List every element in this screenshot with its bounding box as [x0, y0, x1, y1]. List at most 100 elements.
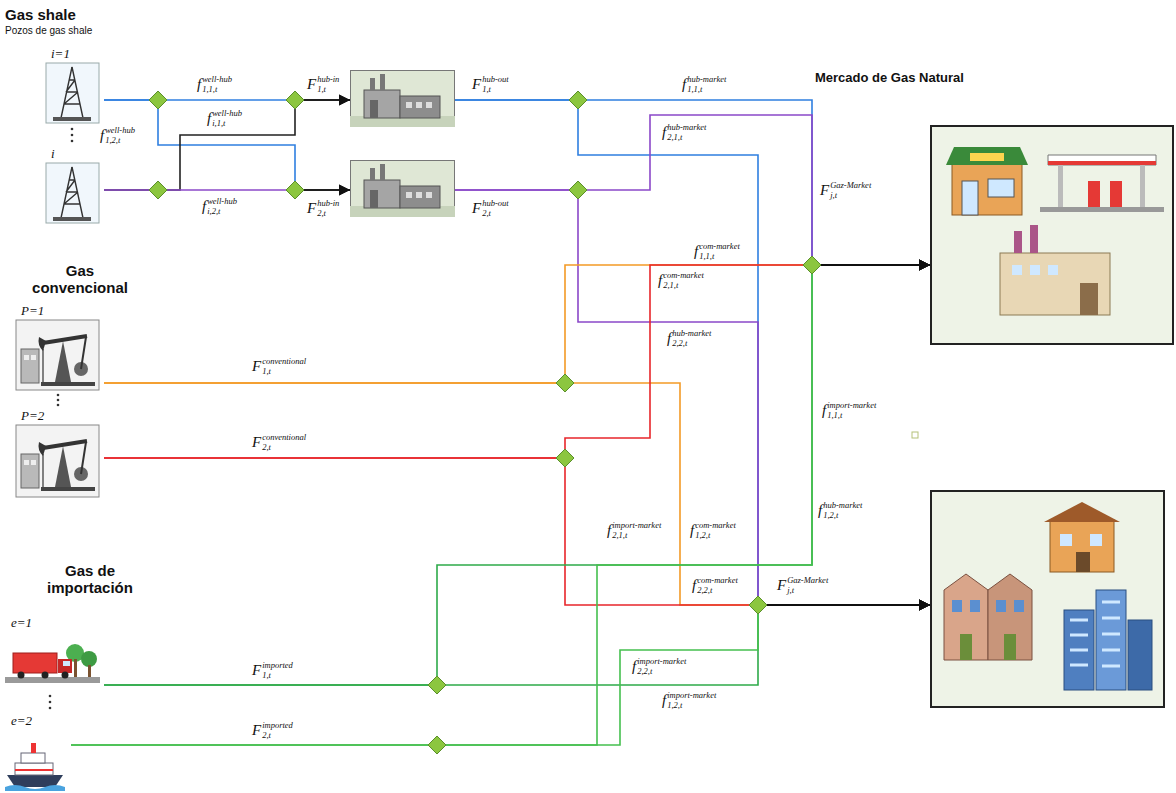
- index-stack: well-hubi,2,t: [207, 196, 237, 216]
- flow-symbol: fcom-market1,1,t: [692, 241, 742, 261]
- variable-letter: f: [662, 124, 666, 141]
- subscript: 1,t: [317, 84, 339, 94]
- hub-illustration: [350, 160, 455, 217]
- flow-line: [104, 265, 812, 685]
- variable-letter: F: [252, 722, 261, 739]
- index-stack: Gaz-Marketj,t: [787, 575, 828, 595]
- flow-symbol: Fhub-out1,t: [470, 74, 511, 94]
- flow-line: [71, 265, 812, 745]
- index-stack: import-market1,1,t: [827, 400, 876, 420]
- well-illustration: [45, 162, 100, 224]
- section-heading: Gas convencional: [30, 262, 130, 297]
- flow-line: [71, 605, 758, 745]
- delivery-arrow: [758, 604, 930, 606]
- flow-symbol: fhub-market1,1,t: [680, 74, 728, 94]
- source-icon: e=1: [5, 615, 104, 690]
- index-stack: hub-in1,t: [317, 74, 339, 94]
- flow-symbol: fimport-market2,1,t: [605, 520, 663, 540]
- flow-connector: [71, 605, 930, 745]
- flow-symbol: FGaz-Marketj,t: [775, 575, 830, 595]
- flow-line: [104, 265, 812, 458]
- index-stack: import-market2,1,t: [612, 520, 661, 540]
- superscript: well-hub: [207, 196, 237, 206]
- superscript: hub-in: [317, 198, 339, 208]
- index-label: i: [45, 146, 104, 161]
- subscript: 1,2,t: [667, 700, 716, 710]
- index-label: P=1: [15, 303, 104, 318]
- variable-letter: f: [667, 330, 671, 347]
- subscript: 2,2,t: [637, 666, 686, 676]
- superscript: imported: [262, 720, 293, 730]
- variable-letter: f: [607, 522, 611, 539]
- subscript: 2,t: [482, 208, 508, 218]
- subscript: 2,t: [262, 730, 293, 740]
- flow-connector: [455, 190, 930, 605]
- index-stack: hub-market2,1,t: [667, 122, 706, 142]
- superscript: hub-in: [317, 74, 339, 84]
- flow-connector: [104, 100, 350, 190]
- subscript: 1,t: [262, 670, 293, 680]
- flow-symbol: fwell-hub1,1,t: [195, 74, 234, 94]
- subscript: 1,1,t: [699, 251, 740, 261]
- section-heading: Pozos de gas shale: [5, 25, 175, 37]
- flow-line: [455, 100, 758, 605]
- flow-line: [104, 100, 295, 190]
- section-heading: Gas de importación: [35, 562, 145, 597]
- variable-letter: f: [694, 243, 698, 260]
- index-stack: conventional2,t: [262, 432, 306, 452]
- index-stack: imported1,t: [262, 660, 293, 680]
- delivery-arrow: [812, 264, 930, 266]
- superscript: import-market: [637, 656, 686, 666]
- index-stack: well-hubi,1,t: [212, 108, 242, 128]
- variable-letter: F: [252, 434, 261, 451]
- superscript: well-hub: [202, 74, 232, 84]
- market-heading-box: Mercado de Gas Natural: [815, 70, 964, 85]
- superscript: conventional: [262, 432, 306, 442]
- subscript: 2,2,t: [697, 585, 738, 595]
- superscript: hub-market: [823, 500, 862, 510]
- subscript: 1,2,t: [695, 530, 736, 540]
- variable-letter: f: [818, 502, 822, 519]
- section-heading-box: Gas convencional: [30, 262, 130, 297]
- variable-letter: F: [777, 577, 786, 594]
- variable-letter: F: [307, 76, 316, 93]
- variable-letter: F: [307, 200, 316, 217]
- source-icon: e=2: [5, 713, 71, 791]
- superscript: hub-market: [672, 328, 711, 338]
- flow-connector: [104, 265, 930, 685]
- variable-letter: f: [692, 577, 696, 594]
- flow-symbol: fwell-hub1,2,t: [98, 125, 137, 145]
- superscript: imported: [262, 660, 293, 670]
- hub-illustration: [350, 70, 455, 127]
- superscript: Gaz-Market: [787, 575, 828, 585]
- flow-connector: [104, 265, 930, 458]
- index-stack: Gaz-Marketj,t: [830, 180, 871, 200]
- delivery-arrow: [812, 264, 930, 266]
- superscript: well-hub: [212, 108, 242, 118]
- index-stack: com-market1,2,t: [695, 520, 736, 540]
- index-stack: com-market2,2,t: [697, 575, 738, 595]
- subscript: 1,1,t: [687, 84, 726, 94]
- source-icon: i=1: [45, 46, 104, 124]
- superscript: import-market: [612, 520, 661, 530]
- index-stack: import-market2,2,t: [637, 656, 686, 676]
- section-heading: Gas shale: [5, 6, 175, 23]
- flow-symbol: fimport-market2,2,t: [630, 656, 688, 676]
- m2-illustration: [930, 490, 1165, 708]
- variable-letter: F: [820, 182, 829, 199]
- index-label: i=1: [45, 46, 104, 61]
- variable-letter: f: [207, 110, 211, 127]
- flow-connector: [71, 265, 930, 745]
- delivery-arrow: [758, 604, 930, 606]
- flow-connector: [104, 605, 930, 685]
- index-stack: imported2,t: [262, 720, 293, 740]
- index-stack: hub-out1,t: [482, 74, 508, 94]
- variable-letter: F: [252, 358, 261, 375]
- delivery-arrow: [758, 604, 930, 606]
- flow-connector: [104, 190, 350, 191]
- delivery-arrow: [758, 604, 930, 606]
- subscript: j,t: [787, 585, 828, 595]
- m1-illustration: [930, 125, 1174, 345]
- flow-connector: [455, 100, 930, 265]
- superscript: hub-out: [482, 198, 508, 208]
